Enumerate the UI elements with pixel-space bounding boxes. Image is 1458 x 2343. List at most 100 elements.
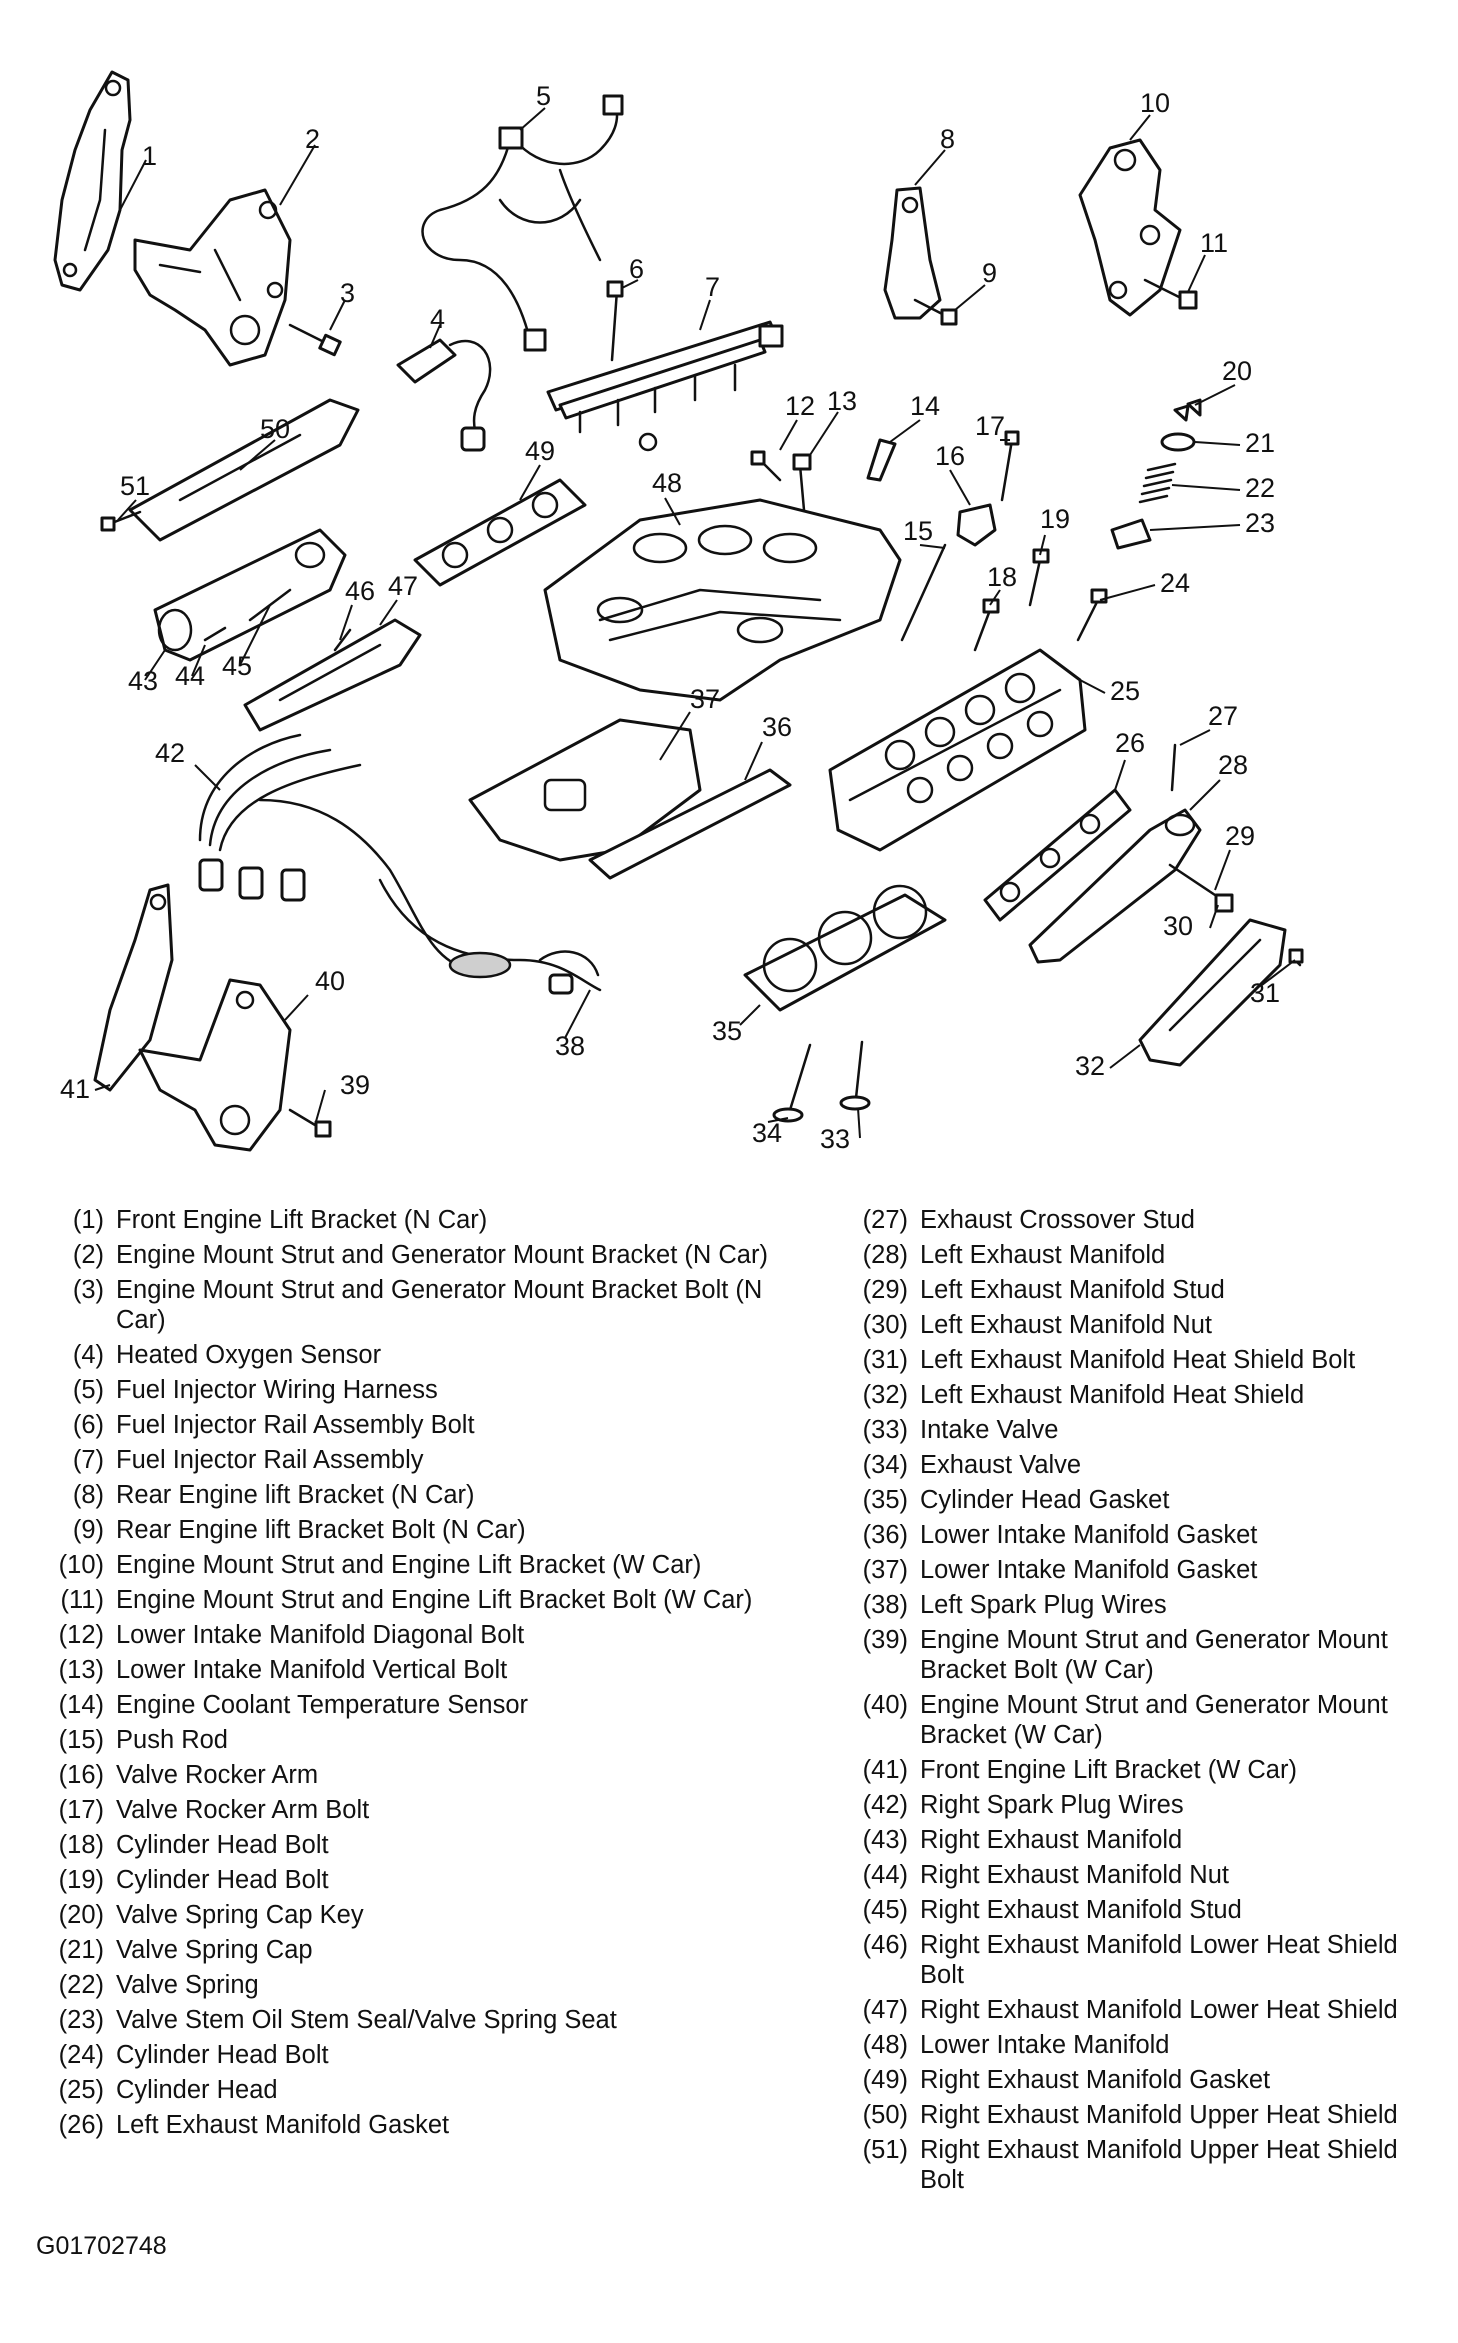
legend-item: (26)Left Exhaust Manifold Gasket bbox=[36, 2108, 796, 2143]
part-fuel-injector-rail-assembly bbox=[546, 280, 784, 452]
legend-item-number: (25) bbox=[58, 2076, 104, 2104]
legend-item-number: (19) bbox=[58, 1866, 104, 1894]
legend-item-text: Push Rod bbox=[116, 1726, 228, 1754]
callout-5: 5 bbox=[536, 81, 551, 111]
legend-item-text: Right Exhaust Manifold Lower Heat Shield bbox=[920, 1996, 1398, 2024]
legend-item-number: (1) bbox=[72, 1206, 104, 1234]
legend-item-text: Valve Spring Cap bbox=[116, 1936, 313, 1964]
part-right-exhaust-lower-heat-shield bbox=[243, 618, 422, 732]
legend-item: (41)Front Engine Lift Bracket (W Car) bbox=[840, 1753, 1440, 1788]
legend-item-number: (33) bbox=[862, 1416, 908, 1444]
legend-item: (10)Engine Mount Strut and Engine Lift B… bbox=[36, 1548, 796, 1583]
callout-26: 26 bbox=[1115, 728, 1145, 758]
legend-item-number: (34) bbox=[862, 1451, 908, 1479]
legend-item-number: (26) bbox=[58, 2111, 104, 2139]
part-fuel-injector-wiring-harness bbox=[421, 94, 624, 352]
callout-51: 51 bbox=[120, 471, 150, 501]
legend-item-text: Lower Intake Manifold Gasket bbox=[920, 1521, 1258, 1549]
exploded-engine-diagram: 1 2 3 4 5 6 7 8 9 10 11 12 13 14 15 16 1… bbox=[53, 70, 1304, 1154]
legend-item-text: Right Exhaust Manifold Stud bbox=[920, 1896, 1242, 1924]
part-rear-engine-lift-bracket-n bbox=[883, 186, 958, 326]
legend-item-number: (21) bbox=[58, 1936, 104, 1964]
callout-28: 28 bbox=[1218, 750, 1248, 780]
callout-13: 13 bbox=[827, 386, 857, 416]
legend-item: (8)Rear Engine lift Bracket (N Car) bbox=[36, 1478, 796, 1513]
legend-item-text: Fuel Injector Wiring Harness bbox=[116, 1376, 438, 1404]
callout-12: 12 bbox=[785, 391, 815, 421]
legend-item: (6)Fuel Injector Rail Assembly Bolt bbox=[36, 1408, 796, 1443]
legend-item-number: (41) bbox=[862, 1756, 908, 1784]
legend-item: (33) Intake Valve bbox=[840, 1413, 1440, 1448]
legend-item: (28)Left Exhaust Manifold bbox=[840, 1238, 1440, 1273]
callout-22: 22 bbox=[1245, 473, 1275, 503]
legend-item-text: Front Engine Lift Bracket (N Car) bbox=[116, 1206, 488, 1234]
legend-item-number: (44) bbox=[862, 1861, 908, 1889]
legend-item-number: (11) bbox=[60, 1586, 104, 1614]
legend-item-number: (15) bbox=[58, 1726, 104, 1754]
legend-item-number: (8) bbox=[72, 1481, 104, 1509]
legend-item-text: Rear Engine lift Bracket Bolt (N Car) bbox=[116, 1516, 526, 1544]
legend-item-number: (32) bbox=[862, 1381, 908, 1409]
callout-25: 25 bbox=[1110, 676, 1140, 706]
legend-item-text: Left Exhaust Manifold Nut bbox=[920, 1311, 1212, 1339]
legend-item: (47) Right Exhaust Manifold Lower Heat Sh… bbox=[840, 1993, 1440, 2028]
legend-item-text: Cylinder Head Bolt bbox=[116, 1831, 329, 1859]
legend-item-number: (17) bbox=[58, 1796, 104, 1824]
callout-9: 9 bbox=[982, 258, 997, 288]
legend-item-text: Intake Valve bbox=[920, 1416, 1059, 1444]
callout-49: 49 bbox=[525, 436, 555, 466]
legend-item-number: (40) bbox=[862, 1691, 908, 1719]
legend-item-number: (16) bbox=[58, 1761, 104, 1789]
legend-item-text: Valve Spring Cap Key bbox=[116, 1901, 364, 1929]
legend-item-number: (47) bbox=[862, 1996, 908, 2024]
legend-item-text: Lower Intake Manifold Gasket bbox=[920, 1556, 1258, 1584]
legend-item: (45) Right Exhaust Manifold Stud bbox=[840, 1893, 1440, 1928]
legend-item-number: (2) bbox=[72, 1241, 104, 1269]
callout-2: 2 bbox=[305, 124, 320, 154]
callout-23: 23 bbox=[1245, 508, 1275, 538]
callout-24: 24 bbox=[1160, 568, 1190, 598]
part-heated-oxygen-sensor bbox=[396, 338, 492, 452]
part-left-exhaust-manifold bbox=[1028, 743, 1202, 964]
legend-item: (21) Valve Spring Cap bbox=[36, 1933, 796, 1968]
callout-15: 15 bbox=[903, 516, 933, 546]
legend-item: (23)Valve Stem Oil Stem Seal/Valve Sprin… bbox=[36, 2003, 796, 2038]
legend-item-number: (5) bbox=[72, 1376, 104, 1404]
legend-item-number: (45) bbox=[862, 1896, 908, 1924]
callout-29: 29 bbox=[1225, 821, 1255, 851]
legend-item-number: (36) bbox=[862, 1521, 908, 1549]
part-valve-spring-components bbox=[1110, 398, 1202, 550]
legend-item-number: (4) bbox=[72, 1341, 104, 1369]
legend-item-text: Valve Spring bbox=[116, 1971, 259, 1999]
legend-item-number: (7) bbox=[72, 1446, 104, 1474]
legend-item-text: Left Exhaust Manifold Stud bbox=[920, 1276, 1225, 1304]
legend-item-text: Right Exhaust Manifold Lower Heat Shield… bbox=[920, 1931, 1398, 1989]
part-left-spark-plug-wires bbox=[378, 878, 602, 995]
legend-item-text: Right Exhaust Manifold Upper Heat Shield… bbox=[920, 2136, 1398, 2194]
legend-item: (48)Lower Intake Manifold bbox=[840, 2028, 1440, 2063]
legend-item: (27)Exhaust Crossover Stud bbox=[840, 1203, 1440, 1238]
legend-item-text: Lower Intake Manifold Vertical Bolt bbox=[116, 1656, 508, 1684]
legend-item-number: (48) bbox=[862, 2031, 908, 2059]
legend-item: (51)Right Exhaust Manifold Upper Heat Sh… bbox=[840, 2133, 1440, 2198]
legend-item: (37)Lower Intake Manifold Gasket bbox=[840, 1553, 1440, 1588]
legend-item-number: (49) bbox=[862, 2066, 908, 2094]
legend-item-number: (6) bbox=[72, 1411, 104, 1439]
callout-8: 8 bbox=[940, 124, 955, 154]
callout-36: 36 bbox=[762, 712, 792, 742]
legend-item-text: Right Spark Plug Wires bbox=[920, 1791, 1184, 1819]
legend-item-text: Right Exhaust Manifold bbox=[920, 1826, 1183, 1854]
legend-item: (20)Valve Spring Cap Key bbox=[36, 1898, 796, 1933]
part-right-exhaust-manifold-gasket bbox=[413, 478, 587, 587]
legend-left-column: (1)Front Engine Lift Bracket (N Car)(2)E… bbox=[36, 1203, 796, 2143]
legend-item: (15) Push Rod bbox=[36, 1723, 796, 1758]
legend-item-number: (42) bbox=[862, 1791, 908, 1819]
legend-item-number: (30) bbox=[862, 1311, 908, 1339]
legend-item-text: Cylinder Head bbox=[116, 2076, 278, 2104]
legend-item-number: (3) bbox=[72, 1276, 104, 1304]
part-valves bbox=[772, 1040, 871, 1123]
callout-14: 14 bbox=[910, 391, 940, 421]
legend-item: (40)Engine Mount Strut and Generator Mou… bbox=[840, 1688, 1440, 1753]
part-engine-mount-strut-generator-bracket-n bbox=[133, 188, 292, 367]
legend-item-text: Left Exhaust Manifold bbox=[920, 1241, 1166, 1269]
